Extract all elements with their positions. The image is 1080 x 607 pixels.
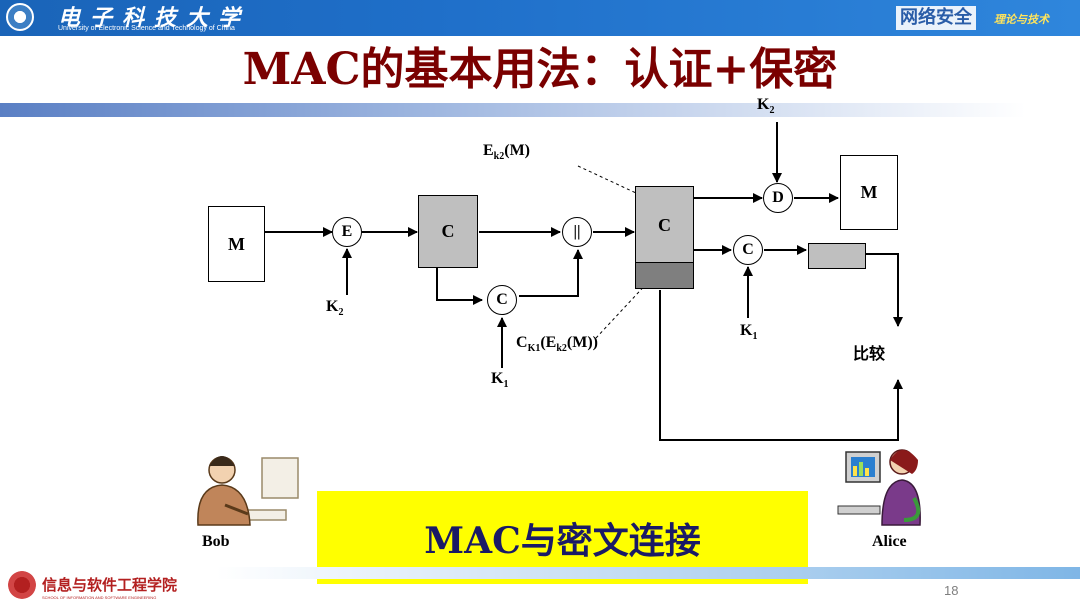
received-cipher-block: C (635, 186, 694, 264)
pointer-mac-label (595, 279, 651, 339)
concat-node: || (562, 217, 592, 247)
receiver-message-box: M (840, 155, 898, 230)
sender-name: Bob (202, 533, 230, 550)
receiver-name: Alice (872, 533, 907, 550)
mac-label: CK1(Ek2(M)) (516, 334, 598, 355)
key-k2-receiver: K2 (757, 96, 775, 117)
key-k2-sender: K2 (326, 298, 344, 319)
course-subtitle: 理论与技术 (994, 13, 1049, 26)
university-name-cn: 电子科技大学 (58, 5, 251, 31)
school-name-en: SCHOOL OF INFORMATION AND SOFTWARE ENGIN… (42, 595, 157, 600)
arrow-result-to-compare (866, 253, 903, 327)
ciphertext-box: C (418, 195, 478, 268)
header-bar: 电子科技大学 University of Electronic Science … (0, 0, 1080, 36)
pointer-enc-label (577, 165, 637, 194)
key-k1-receiver: K1 (740, 322, 758, 343)
school-logo-icon (8, 571, 36, 599)
course-tag: 网络安全 (896, 6, 976, 30)
bob-illustration (197, 456, 299, 526)
alice-illustration (837, 449, 921, 526)
sender-message-box: M (208, 206, 265, 282)
computed-mac-box (808, 243, 866, 269)
decrypt-node: D (763, 183, 793, 213)
school-name-cn: 信息与软件工程学院 (42, 576, 178, 594)
receiver-mac-node: C (733, 235, 763, 265)
received-mac-block (635, 262, 694, 289)
arrow-mac-to-concat (519, 249, 583, 297)
enc-label: Ek2(M) (483, 142, 530, 163)
university-seal-icon (6, 3, 34, 31)
title-divider (0, 103, 1080, 117)
footer-bar (0, 567, 1080, 579)
page-number: 18 (944, 583, 959, 598)
sender-mac-node: C (487, 285, 517, 315)
university-name-en: University of Electronic Science and Tec… (58, 25, 235, 32)
key-k1-sender: K1 (491, 370, 509, 391)
arrow-c-to-mac (436, 268, 483, 305)
compare-label: 比较 (853, 344, 886, 363)
arrow-received-mac-to-compare (659, 290, 903, 441)
slide-title: MAC的基本用法：认证+保密 (242, 44, 838, 95)
encrypt-node: E (332, 217, 362, 247)
